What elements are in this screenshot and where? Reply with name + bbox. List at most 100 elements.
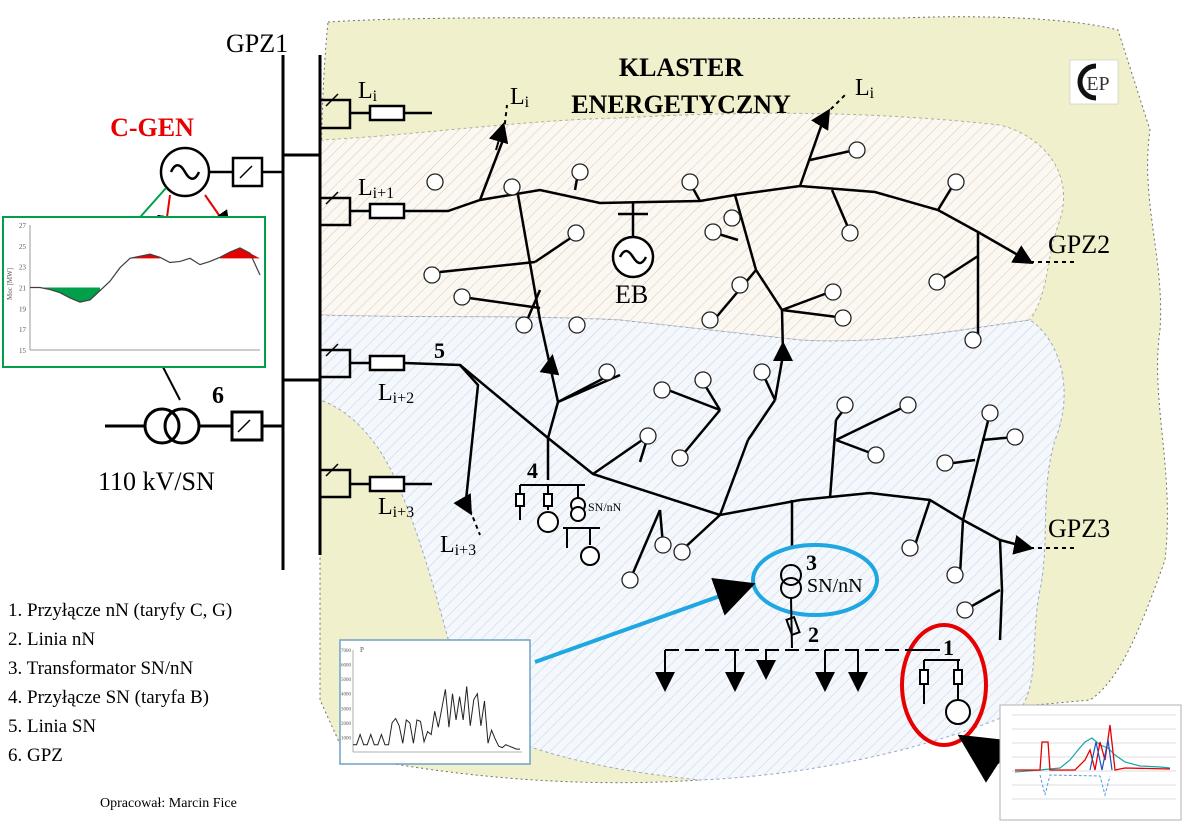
- li-label: Li: [358, 78, 378, 105]
- feeder-bay-i3: [320, 463, 432, 499]
- consumer-node: [426, 173, 444, 191]
- chart2-ylabel: P: [360, 646, 364, 654]
- legend-item: 5. Linia SN: [8, 716, 97, 737]
- legend: 1. Przyłącze nN (taryfy C, G) 2. Linia n…: [8, 596, 232, 770]
- consumer-node: [567, 224, 585, 242]
- chart1-load-line: [30, 247, 261, 303]
- chart1-ylabel: Moc [MW]: [6, 268, 14, 300]
- chart2-ytick: 1000: [341, 736, 352, 741]
- consumer-node: [621, 571, 639, 589]
- lv-line-2: [655, 649, 905, 692]
- transformer-3: [780, 564, 802, 649]
- chart1-ytick: 23: [19, 264, 27, 272]
- chart1-ytick: 25: [19, 243, 27, 251]
- consumer-node: [453, 288, 471, 306]
- transformer-load-chart: 1000 2000 3000 4000 5000 6000 7000 P: [339, 639, 531, 765]
- consumer-node: [571, 163, 589, 181]
- chart2-power-line: [353, 686, 520, 750]
- logo-text: EP: [1086, 73, 1109, 95]
- consumer-node: [568, 316, 586, 334]
- consumer-node: [731, 276, 749, 294]
- consumer-node: [423, 266, 441, 284]
- gpz3-label: GPZ3: [1048, 514, 1110, 543]
- chart3-series-teal: [1014, 737, 1171, 773]
- feeder-bay-i: [320, 93, 432, 130]
- consumer-node: [899, 396, 917, 414]
- sn-nn-small-label: SN/nN: [588, 500, 622, 514]
- consumer-node: [503, 178, 521, 196]
- transformer-3-arrow: [534, 577, 756, 664]
- consumer-node: [681, 173, 699, 191]
- chart2-ytick: 4000: [341, 693, 352, 698]
- cgen-label: C-GEN: [110, 113, 194, 142]
- ep-logo: EP: [1069, 59, 1119, 105]
- consumer-node: [639, 427, 657, 445]
- lv-line-number-2: 2: [808, 622, 819, 647]
- main-transformer-label: 110 kV/SN: [98, 467, 215, 496]
- mv-connection-number-4: 4: [527, 458, 538, 483]
- consumer-node: [671, 449, 689, 467]
- arrow-heads: [453, 108, 1034, 555]
- consumer-node: [753, 363, 771, 381]
- chart2-ytick: 7000: [341, 649, 352, 654]
- chart1-ytick: 15: [19, 347, 27, 355]
- chart3-series-red: [1015, 724, 1171, 771]
- legend-item: 4. Przyłącze SN (taryfa B): [8, 687, 210, 708]
- chart1-surplus-area: [130, 247, 260, 259]
- lv-connection-1: [905, 649, 971, 725]
- lv-connection-number-1: 1: [943, 635, 954, 660]
- chart2-ytick: 5000: [341, 678, 352, 683]
- gpz-number-6: 6: [212, 383, 224, 409]
- chart1-ytick: 17: [19, 326, 27, 334]
- pv-chart: [999, 704, 1182, 821]
- legend-item: 2. Linia nN: [8, 629, 96, 650]
- consumer-node: [841, 224, 859, 242]
- li1-label: Li+1: [358, 175, 394, 202]
- consumer-node: [824, 283, 842, 301]
- subregion-red: [319, 112, 1065, 342]
- consumer-node: [598, 363, 616, 381]
- consumer-node: [947, 173, 965, 191]
- lv-connection-arrow: [957, 734, 1014, 783]
- cluster-title-line2: ENERGETYCZNY: [571, 90, 791, 119]
- cluster-title-line1: KLASTER: [619, 53, 743, 82]
- consumer-node: [694, 371, 712, 389]
- consumer-node: [981, 404, 999, 422]
- consumer-node: [723, 209, 741, 227]
- consumer-node: [946, 566, 964, 584]
- gpz1-label: GPZ1: [226, 29, 288, 58]
- li3-lower-label: Li+3: [440, 532, 476, 559]
- consumer-node: [701, 311, 719, 329]
- consumer-node: [673, 543, 691, 561]
- eb-generator: [611, 203, 655, 279]
- li2-label: Li+2: [378, 380, 414, 407]
- li3-label: Li+3: [378, 494, 414, 521]
- consumer-node: [834, 309, 852, 327]
- consumer-node: [936, 454, 954, 472]
- consumer-node: [867, 446, 885, 464]
- eb-label: EB: [615, 280, 648, 309]
- chart1-ytick: 19: [19, 305, 27, 313]
- consumer-node: [654, 536, 672, 554]
- feeder-bay-i2: [320, 343, 406, 379]
- consumer-node: [653, 381, 671, 399]
- legend-item: 6. GPZ: [8, 745, 63, 766]
- legend-item: 3. Transformator SN/nN: [8, 658, 194, 679]
- consumer-node: [956, 601, 974, 619]
- consumer-node: [901, 539, 919, 557]
- chart2-ytick: 2000: [341, 722, 352, 727]
- chart1-ytick: 21: [19, 285, 27, 293]
- consumer-node: [1006, 428, 1024, 446]
- chart2-ytick: 3000: [341, 707, 352, 712]
- main-transformer: [105, 407, 283, 445]
- author-credit: Opracował: Marcin Fice: [100, 796, 237, 811]
- consumer-node: [836, 396, 854, 414]
- consumer-nodes: [423, 141, 1024, 619]
- legend-item: 1. Przyłącze nN (taryfy C, G): [8, 600, 233, 621]
- chart3-series-blue: [1089, 739, 1113, 771]
- chart2-ytick: 6000: [341, 664, 352, 669]
- consumer-node: [928, 273, 946, 291]
- transformer-3-number: 3: [806, 550, 817, 575]
